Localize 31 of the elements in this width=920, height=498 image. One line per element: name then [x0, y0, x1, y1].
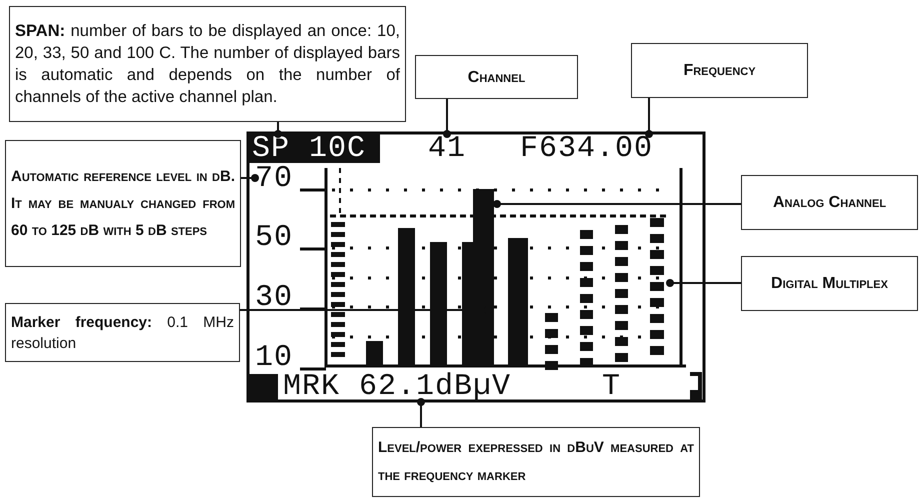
display-readout: 70	[255, 164, 294, 194]
callout-box	[631, 43, 808, 98]
callout-box	[5, 303, 240, 362]
callout-text: Analog Channel	[772, 193, 888, 213]
callout-box	[415, 55, 578, 99]
callout-text: Digital Multiplex	[770, 274, 889, 294]
callout-text: Frequency	[682, 61, 757, 81]
callout-box	[741, 175, 918, 230]
callout-text: Channel	[466, 68, 526, 88]
callout-text: Automatic reference level in dB. It may be manualy changed from 60 to 125 dB with 5 dB steps	[11, 167, 235, 241]
callout-text: SPAN: number of bars to be displayed an once: 10, 20, 33, 50 and 100 C. The number of displayed bars is automatic and depends on the number of channels of the active channel plan.	[15, 21, 400, 108]
leader-line	[443, 99, 451, 138]
display-readout: MRK 62.1dBµV	[283, 372, 512, 402]
leader-line	[274, 122, 282, 138]
callout-box	[9, 6, 406, 122]
display-readout: F634.00	[520, 134, 654, 164]
display-readout: 41	[428, 134, 466, 164]
callout-box	[372, 427, 700, 497]
callout-text: Level/power exepressed in dBuV measured at the frequency marker	[378, 438, 694, 486]
callout-text: Marker frequency: 0.1 MHz resolution	[11, 312, 234, 354]
display-readout: T	[602, 372, 622, 402]
callout-box	[741, 256, 918, 311]
callout-box	[5, 140, 241, 267]
display-readout: 10	[255, 343, 294, 373]
leader-line	[241, 174, 259, 182]
leader-line	[493, 200, 741, 208]
leader-line	[645, 98, 653, 138]
display-readout: 50	[255, 223, 294, 253]
display-readout: 30	[255, 283, 294, 313]
leader-line	[666, 279, 741, 287]
leader-line	[417, 398, 425, 427]
